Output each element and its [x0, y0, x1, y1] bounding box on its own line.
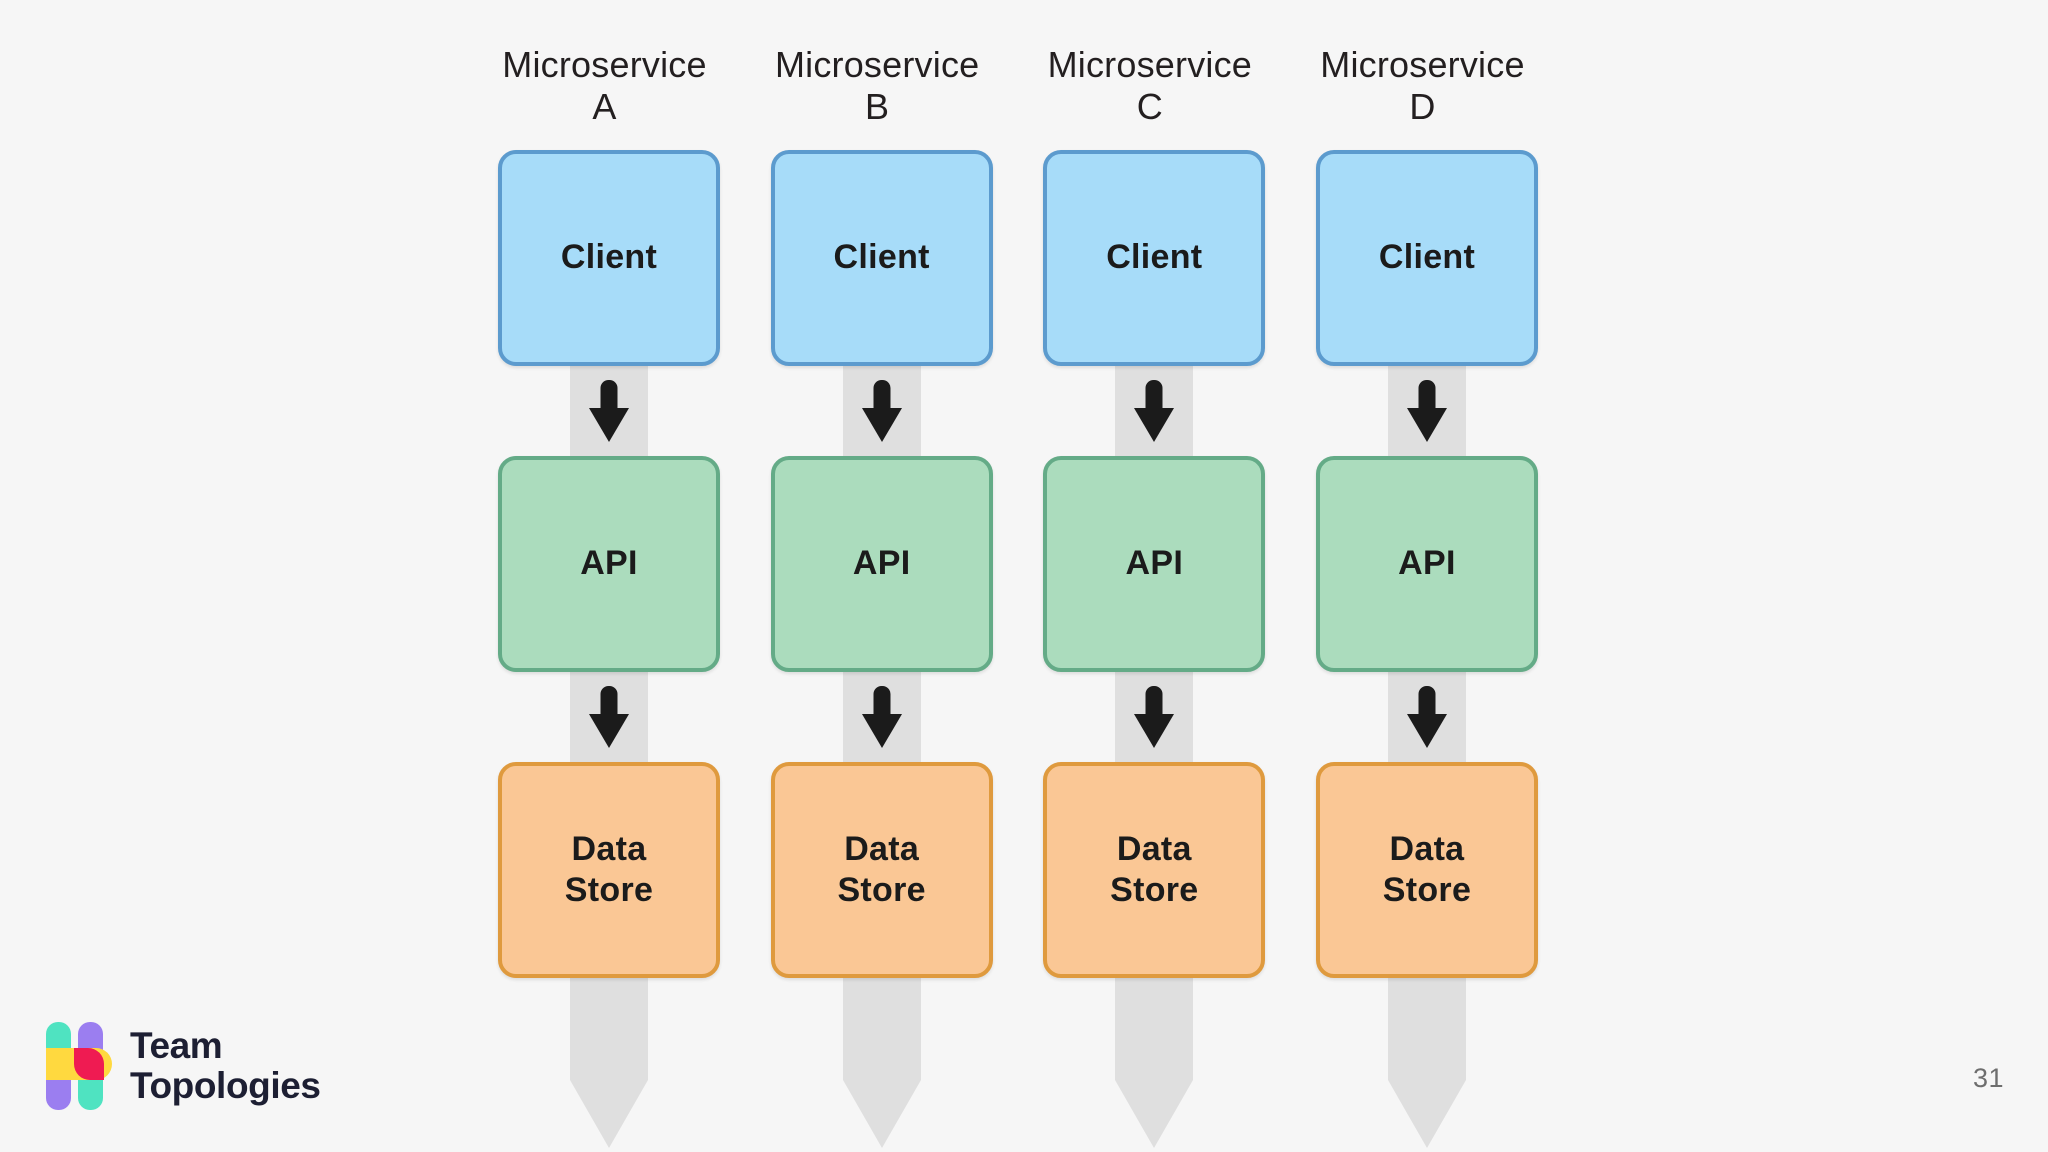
- data-store-node-c[interactable]: Data Store: [1043, 762, 1266, 978]
- arrow-client-to-api-d: [1316, 366, 1538, 456]
- microservice-column-b: Microservice B Client API Data Store: [770, 30, 993, 1148]
- microservice-column-a: Microservice A Client API Data Store: [498, 30, 720, 1148]
- api-node-b[interactable]: API: [770, 456, 993, 672]
- api-node-c[interactable]: API: [1043, 456, 1266, 672]
- down-arrow-icon: [1134, 380, 1175, 442]
- data-store-node-a[interactable]: Data Store: [498, 762, 720, 978]
- down-arrow-icon: [861, 380, 902, 442]
- arrow-api-to-store-d: [1316, 672, 1538, 762]
- client-node-d[interactable]: Client: [1315, 150, 1538, 366]
- team-topologies-logo: Team Topologies: [46, 1022, 321, 1110]
- client-node-c[interactable]: Client: [1043, 150, 1266, 366]
- down-arrow-icon: [1134, 686, 1175, 748]
- arrow-client-to-api-a: [498, 366, 720, 456]
- microservice-d-header: Microservice D: [1320, 44, 1525, 128]
- flow-tip-a: [570, 1080, 648, 1148]
- arrow-client-to-api-c: [1043, 366, 1265, 456]
- client-node-a[interactable]: Client: [498, 150, 720, 366]
- flow-tip-c: [1115, 1080, 1194, 1148]
- down-arrow-icon: [589, 686, 629, 748]
- data-store-node-d[interactable]: Data Store: [1315, 762, 1538, 978]
- microservice-b-header: Microservice B: [774, 44, 980, 128]
- microservice-a-header: Microservice A: [502, 44, 707, 128]
- flow-tip-b: [842, 1080, 921, 1148]
- client-node-b[interactable]: Client: [770, 150, 993, 366]
- arrow-api-to-store-b: [771, 672, 993, 762]
- api-node-d[interactable]: API: [1315, 456, 1538, 672]
- arrow-client-to-api-b: [771, 366, 993, 456]
- down-arrow-icon: [861, 686, 902, 748]
- microservices-diagram: Microservice A Client API Data Store Mic…: [498, 30, 1538, 1152]
- page-number: 31: [1972, 1063, 2004, 1093]
- microservice-column-d: Microservice D Client API Data Store: [1315, 30, 1538, 1148]
- arrow-api-to-store-c: [1043, 672, 1265, 762]
- arrow-api-to-store-a: [498, 672, 720, 762]
- down-arrow-icon: [1406, 380, 1447, 442]
- data-store-node-b[interactable]: Data Store: [770, 762, 993, 978]
- logo-wordmark: Team Topologies: [130, 1025, 321, 1106]
- microservice-c-header: Microservice C: [1047, 44, 1253, 128]
- flow-tip-d: [1387, 1080, 1466, 1148]
- down-arrow-icon: [1406, 686, 1447, 748]
- microservice-column-c: Microservice C Client API Data Store: [1043, 30, 1266, 1148]
- api-node-a[interactable]: API: [498, 456, 720, 672]
- down-arrow-icon: [589, 380, 629, 442]
- team-topologies-mark-icon: [46, 1022, 112, 1110]
